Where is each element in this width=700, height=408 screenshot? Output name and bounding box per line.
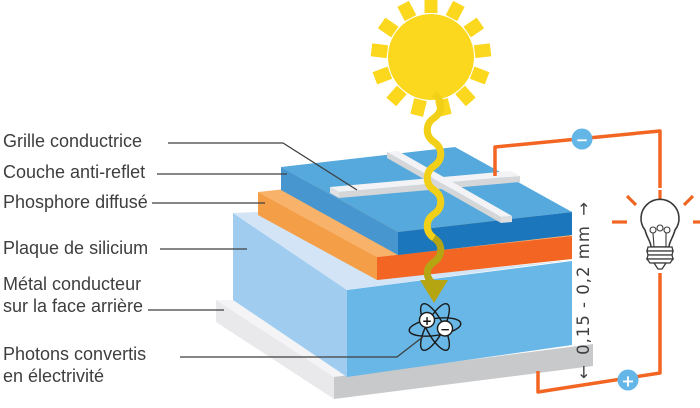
atom-icon: + −: [408, 302, 462, 352]
leader-line-photons: [180, 335, 425, 358]
label-plaque-text: Plaque de silicium: [3, 238, 149, 258]
bulb-glass: [640, 198, 680, 248]
label-photons-line1: Photons convertis: [3, 344, 147, 364]
label-metal-conducteur: Métal conducteur sur la face arrière: [3, 273, 143, 317]
bulb-screw-base: [645, 246, 675, 270]
circuit-wire-bottom: [536, 273, 662, 394]
minus-symbol: −: [576, 131, 589, 149]
positive-charge-icon: [418, 311, 436, 329]
label-grille-text: Grille conductrice: [3, 131, 143, 151]
label-couche-anti-reflet: Couche anti-reflet: [3, 161, 145, 183]
metal-back-plate: [216, 300, 593, 399]
plus-badge: +: [617, 369, 639, 391]
label-phosphore-diffuse: Phosphore diffusé: [3, 191, 148, 213]
negative-charge-icon: [436, 320, 454, 337]
bulb-icon: [612, 190, 700, 270]
plus-symbol: +: [621, 371, 634, 390]
label-phosphore-text: Phosphore diffusé: [3, 192, 148, 212]
measure-arrow-down: ←: [574, 364, 593, 379]
label-metal-line2: sur la face arrière: [3, 296, 144, 316]
measure-value: 0,15 - 0,2 mm: [574, 225, 593, 355]
bulb-filament: [649, 224, 671, 248]
label-grille-conductrice: Grille conductrice: [3, 130, 142, 152]
thickness-measurement: ← 0,15 - 0,2 mm →: [574, 201, 593, 379]
measure-arrow-up: →: [574, 201, 593, 216]
minus-badge: −: [571, 128, 593, 150]
leader-lines: [148, 142, 425, 358]
leader-line-grille: [168, 142, 358, 191]
label-plaque-silicium: Plaque de silicium: [3, 237, 148, 259]
label-photons-line2: en électrivité: [3, 366, 105, 386]
label-metal-line1: Métal conducteur: [3, 274, 142, 294]
sun-icon: [370, 0, 492, 117]
atom-plus-symbol: +: [422, 314, 432, 328]
silicon-layer: [233, 212, 572, 377]
atom-minus-symbol: −: [440, 322, 450, 336]
label-couche-text: Couche anti-reflet: [3, 162, 146, 182]
label-photons-convertis: Photons convertis en électrivité: [3, 343, 146, 387]
light-wave-arrow: [420, 91, 448, 303]
